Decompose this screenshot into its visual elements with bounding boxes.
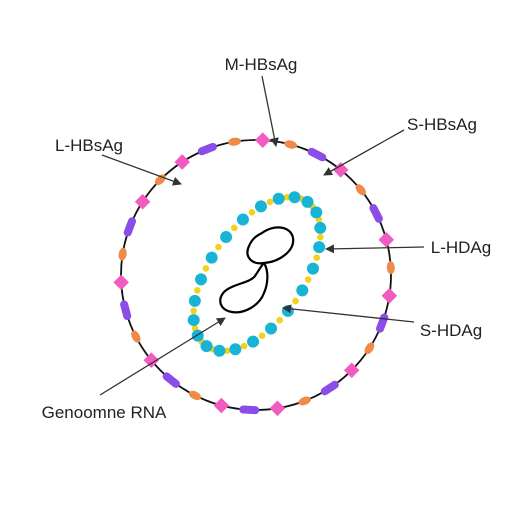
l-hdag-yellow-dot-icon — [266, 198, 274, 206]
m-hbsag-bar-icon — [120, 300, 132, 321]
l-hbsag-diamond-icon — [174, 154, 190, 170]
l-hbsag-leader — [101, 154, 182, 186]
s-hbsag-leader — [323, 129, 405, 176]
l-hdag-yellow-dot-icon — [202, 265, 210, 272]
m-hbsag-leader — [261, 75, 279, 147]
l-hdag-yellow-dot-icon — [248, 209, 256, 216]
s-hdag-cyan-circle-icon — [296, 284, 309, 297]
l-hdag-yellow-dot-icon — [276, 316, 284, 324]
l-hbsag-diamond-icon — [143, 352, 160, 368]
s-hbsag-oval-icon — [188, 390, 202, 401]
l-hbsag-diamond-icon — [254, 132, 271, 148]
m-hbsag-bar-icon — [320, 380, 339, 396]
l-hbsag-diamond-icon — [381, 288, 398, 304]
s-hdag-cyan-circle-icon — [288, 191, 301, 204]
s-hdag-leader — [282, 304, 415, 323]
genome-rna-strand — [246, 226, 295, 265]
s-hbsag-oval-icon — [284, 140, 297, 149]
s-hdag-cyan-circle-icon — [205, 251, 218, 264]
m-hbsag-bar-icon — [239, 405, 260, 415]
s-hdag-cyan-circle-icon — [236, 213, 249, 226]
m-hbsag-bar-icon — [369, 204, 383, 223]
s-hdag-cyan-circle-icon — [220, 231, 233, 244]
l-hdag-yellow-dot-icon — [313, 254, 320, 262]
l-hdag-yellow-dot-icon — [240, 342, 248, 350]
s-hbsag-oval-icon — [355, 184, 366, 196]
l-hdag-yellow-dot-icon — [258, 332, 266, 339]
l-hdag-yellow-dot-icon — [304, 276, 312, 283]
l-hdag-leader — [325, 244, 425, 254]
l-hbsag-label: L-HBsAg — [55, 136, 123, 155]
s-hdag-cyan-circle-icon — [191, 329, 204, 342]
s-hdag-cyan-circle-icon — [229, 343, 242, 356]
s-hdag-cyan-circle-icon — [272, 192, 285, 205]
s-hdag-cyan-circle-icon — [195, 273, 208, 286]
s-hbsag-oval-icon — [131, 330, 141, 343]
s-hbsag-oval-icon — [298, 396, 311, 406]
s-hdag-cyan-circle-icon — [254, 200, 267, 213]
m-hbsag-bar-icon — [162, 372, 180, 388]
l-hdag-yellow-dot-icon — [230, 224, 238, 232]
s-hbsag-oval-icon — [228, 137, 242, 146]
m-hbsag-bar-icon — [197, 142, 217, 156]
l-hdag-yellow-dot-icon — [190, 307, 197, 315]
nucleocapsid — [187, 191, 327, 357]
s-hdag-cyan-circle-icon — [247, 335, 260, 348]
l-hdag-yellow-dot-icon — [223, 347, 231, 355]
l-hdag-yellow-dot-icon — [215, 243, 222, 251]
l-hbsag-diamond-icon — [269, 400, 286, 417]
s-hbsag-oval-icon — [386, 261, 395, 275]
l-hbsag-diamond-icon — [378, 231, 395, 248]
l-hdag-yellow-dot-icon — [283, 193, 291, 201]
l-hbsag-diamond-icon — [134, 193, 151, 210]
s-hdag-cyan-circle-icon — [188, 294, 201, 307]
s-hdag-cyan-circle-icon — [306, 262, 319, 275]
l-hdag-yellow-dot-icon — [292, 297, 299, 305]
s-hdag-cyan-circle-icon — [265, 322, 278, 335]
m-hbsag-bar-icon — [376, 313, 389, 333]
s-hdag-label: S-HDAg — [420, 321, 482, 340]
s-hdag-cyan-circle-icon — [200, 340, 213, 353]
s-hdag-cyan-circle-icon — [301, 195, 314, 208]
l-hdag-label: L-HDAg — [431, 238, 491, 257]
s-hbsag-label: S-HBsAg — [407, 115, 477, 134]
genome-rna-strand — [219, 261, 269, 314]
s-hbsag-oval-icon — [364, 342, 375, 355]
s-hdag-cyan-circle-icon — [187, 314, 200, 327]
genome-rna-label: Genoomne RNA — [42, 403, 167, 422]
l-hdag-yellow-dot-icon — [194, 286, 201, 294]
l-hbsag-diamond-icon — [213, 397, 230, 414]
s-hbsag-oval-icon — [118, 247, 127, 261]
m-hbsag-bar-icon — [123, 217, 136, 237]
m-hbsag-bar-icon — [307, 147, 327, 162]
l-hdag-yellow-dot-icon — [317, 233, 324, 241]
genome-rna-leader — [99, 317, 226, 396]
s-hdag-cyan-circle-icon — [314, 221, 327, 234]
s-hdag-cyan-circle-icon — [213, 344, 226, 357]
m-hbsag-label: M-HBsAg — [225, 55, 298, 74]
s-hdag-cyan-circle-icon — [313, 241, 326, 254]
s-hdag-cyan-circle-icon — [281, 304, 294, 317]
l-hbsag-diamond-icon — [332, 162, 349, 178]
s-hdag-cyan-circle-icon — [310, 206, 323, 219]
l-hbsag-diamond-icon — [113, 274, 129, 291]
